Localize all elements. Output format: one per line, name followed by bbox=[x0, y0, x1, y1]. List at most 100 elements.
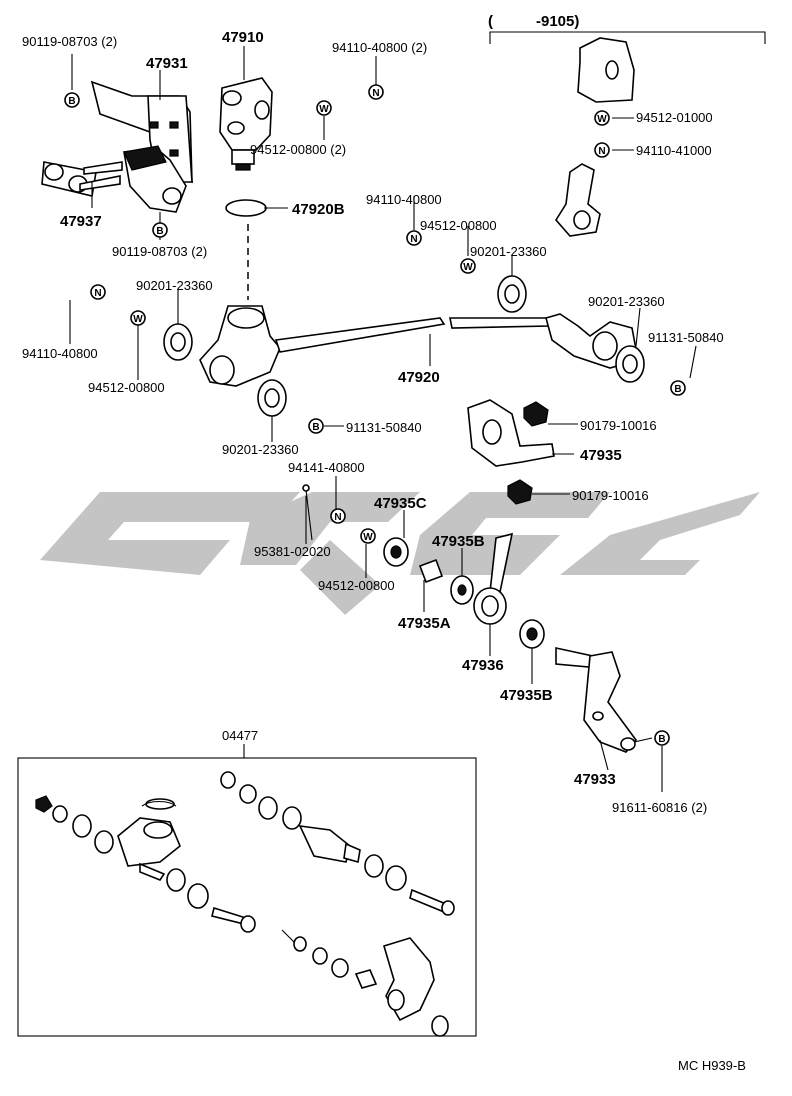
watermark-logo bbox=[40, 492, 760, 615]
part-labels: ( -9105) 90119-08703 (2) 47931 47910 941… bbox=[22, 13, 746, 1073]
label-91131-50840-a: 91131-50840 bbox=[648, 330, 724, 345]
label-90119-08703-2a: 90119-08703 (2) bbox=[22, 34, 117, 49]
label-94110-40800-a: 94110-40800 (2) bbox=[332, 40, 427, 55]
svg-text:W: W bbox=[319, 104, 329, 115]
label-94512-00800-a: 94512-00800 bbox=[420, 218, 497, 233]
cover-part bbox=[577, 37, 635, 103]
label-94110-40800-b: 94110-40800 bbox=[366, 192, 442, 207]
rod-end-left bbox=[199, 305, 281, 387]
washer-badge: W bbox=[594, 110, 610, 126]
nut-badge: N bbox=[90, 284, 106, 300]
label-94110-40800-c: 94110-40800 bbox=[22, 346, 98, 361]
label-94141-40800: 94141-40800 bbox=[288, 460, 365, 475]
svg-text:W: W bbox=[133, 314, 143, 325]
label-47937: 47937 bbox=[60, 213, 102, 230]
label-47935b-a: 47935B bbox=[432, 533, 485, 550]
svg-text:B: B bbox=[658, 734, 665, 745]
spring-link bbox=[555, 163, 601, 237]
label-90119-08703-2b: 90119-08703 (2) bbox=[112, 244, 207, 259]
rod-47920-left bbox=[274, 317, 446, 353]
washer-badge: W bbox=[316, 100, 332, 116]
label-47936: 47936 bbox=[462, 657, 504, 674]
label-90179-10016-a: 90179-10016 bbox=[580, 418, 657, 433]
label-91131-50840-b: 91131-50840 bbox=[346, 420, 422, 435]
leader-lines bbox=[69, 46, 697, 792]
nut-badge: N bbox=[594, 142, 610, 158]
svg-text:W: W bbox=[363, 532, 373, 543]
lower-bracket bbox=[123, 145, 187, 213]
label-90201-23360-b: 90201-23360 bbox=[136, 278, 213, 293]
label-94512-01000: 94512-01000 bbox=[636, 110, 713, 125]
nut-lower bbox=[507, 479, 533, 505]
kit-parts bbox=[35, 771, 455, 1037]
label-47910: 47910 bbox=[222, 29, 264, 46]
label-47935c: 47935C bbox=[374, 495, 427, 512]
label-47935b-b: 47935B bbox=[500, 687, 553, 704]
o-ring-47920b bbox=[225, 199, 267, 217]
bolt-badge: B bbox=[654, 730, 670, 746]
washer-right-hole bbox=[622, 354, 638, 374]
cotter-pin bbox=[305, 489, 313, 541]
bolt-badge: B bbox=[670, 380, 686, 396]
label-47931: 47931 bbox=[146, 55, 188, 72]
label-47920b: 47920B bbox=[292, 201, 345, 218]
label-90201-23360-a: 90201-23360 bbox=[470, 244, 547, 259]
label-47935: 47935 bbox=[580, 447, 622, 464]
bushing-47935b-upper-hole bbox=[457, 584, 467, 596]
svg-text:N: N bbox=[372, 88, 379, 99]
washer-lower-hole bbox=[264, 388, 280, 408]
bolt-badge: B bbox=[308, 418, 324, 434]
bolt-badge: B bbox=[152, 222, 168, 238]
diagram-code: MC H939-B bbox=[678, 1058, 746, 1073]
label-90201-23360-d: 90201-23360 bbox=[222, 442, 299, 457]
label-94512-00800-2: 94512-00800 (2) bbox=[250, 142, 346, 157]
svg-text:B: B bbox=[68, 96, 75, 107]
nut-upper bbox=[523, 401, 549, 427]
label-47933: 47933 bbox=[574, 771, 616, 788]
svg-text:W: W bbox=[597, 114, 607, 125]
bushing-47935b-lower-hole bbox=[526, 627, 538, 641]
svg-text:B: B bbox=[156, 226, 163, 237]
label-04477: 04477 bbox=[222, 728, 258, 743]
spacer-47935a bbox=[418, 558, 444, 584]
washer-left-hole bbox=[170, 332, 186, 352]
plate-47937 bbox=[41, 161, 123, 197]
top-note-range: -9105) bbox=[536, 13, 579, 30]
rod-end-right bbox=[545, 313, 639, 369]
label-47935a: 47935A bbox=[398, 615, 451, 632]
svg-text:B: B bbox=[674, 384, 681, 395]
rod-47920-right bbox=[449, 317, 552, 329]
washer-upper-right-hole bbox=[504, 284, 520, 304]
label-95381-02020: 95381-02020 bbox=[254, 544, 331, 559]
washer-badge: W bbox=[460, 258, 476, 274]
label-90179-10016-b: 90179-10016 bbox=[572, 488, 649, 503]
repair-kit-box bbox=[17, 757, 477, 1037]
eye-bolt-47936 bbox=[473, 532, 514, 625]
washer-badge: W bbox=[360, 528, 376, 544]
svg-text:W: W bbox=[463, 262, 473, 273]
svg-text:B: B bbox=[312, 422, 319, 433]
nut-badge: N bbox=[330, 508, 346, 524]
svg-text:N: N bbox=[410, 234, 417, 245]
label-47920: 47920 bbox=[398, 369, 440, 386]
cotter-pin-head bbox=[302, 484, 310, 492]
svg-text:N: N bbox=[94, 288, 101, 299]
svg-text:N: N bbox=[334, 512, 341, 523]
load-sensing-valve-47910 bbox=[219, 77, 273, 171]
label-94110-41000: 94110-41000 bbox=[636, 143, 712, 158]
lever-47933 bbox=[555, 647, 638, 753]
washer-badge: W bbox=[130, 310, 146, 326]
svg-text:N: N bbox=[598, 146, 605, 157]
label-94512-00800-b: 94512-00800 bbox=[88, 380, 165, 395]
bushing-47935c-hole bbox=[390, 545, 402, 559]
nut-badge: N bbox=[406, 230, 422, 246]
applicability-bracket bbox=[489, 31, 766, 44]
bolt-badge: B bbox=[64, 92, 80, 108]
label-90201-23360-c: 90201-23360 bbox=[588, 294, 665, 309]
label-94512-00800-c: 94512-00800 bbox=[318, 578, 395, 593]
label-91611-60816-2: 91611-60816 (2) bbox=[612, 800, 707, 815]
top-note-open: ( bbox=[488, 13, 493, 30]
arm-47935 bbox=[467, 399, 555, 467]
nut-badge: N bbox=[368, 84, 384, 100]
